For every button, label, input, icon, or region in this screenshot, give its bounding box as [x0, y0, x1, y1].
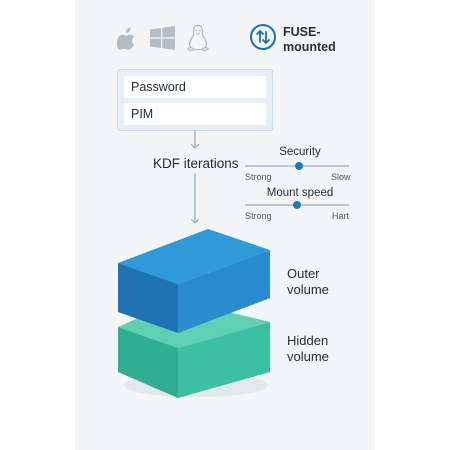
kdf-iterations-label: KDF iterations — [153, 156, 239, 171]
outer-volume-block — [118, 229, 270, 333]
hidden-volume-label: Hidden volume — [287, 333, 329, 364]
password-field[interactable]: Password — [124, 76, 266, 98]
apple-icon — [117, 27, 135, 50]
windows-icon — [150, 26, 175, 50]
mount-speed-slider-thumb[interactable] — [293, 201, 301, 209]
fuse-mounted-label: FUSE- mounted — [283, 25, 336, 54]
outer-volume-label: Outer volume — [287, 266, 329, 297]
security-slider-title: Security — [279, 146, 321, 158]
kdf-to-volume-arrowhead — [190, 218, 200, 224]
linux-icon — [187, 24, 209, 52]
credentials-form: Password PIM — [117, 69, 273, 131]
mount-speed-slider-track[interactable] — [245, 201, 349, 209]
pim-field[interactable]: PIM — [124, 103, 266, 125]
up-down-arrows-icon — [250, 24, 276, 50]
security-max-label: Slow — [331, 172, 351, 182]
mount-speed-slider-title: Mount speed — [266, 187, 334, 199]
security-slider-track[interactable] — [245, 162, 349, 170]
mount-speed-max-label: Hart — [332, 211, 350, 221]
security-min-label: Strong — [245, 172, 272, 182]
security-slider-thumb[interactable] — [295, 162, 304, 170]
mount-speed-min-label: Strong — [245, 211, 272, 221]
form-to-kdf-arrowhead — [190, 143, 200, 149]
